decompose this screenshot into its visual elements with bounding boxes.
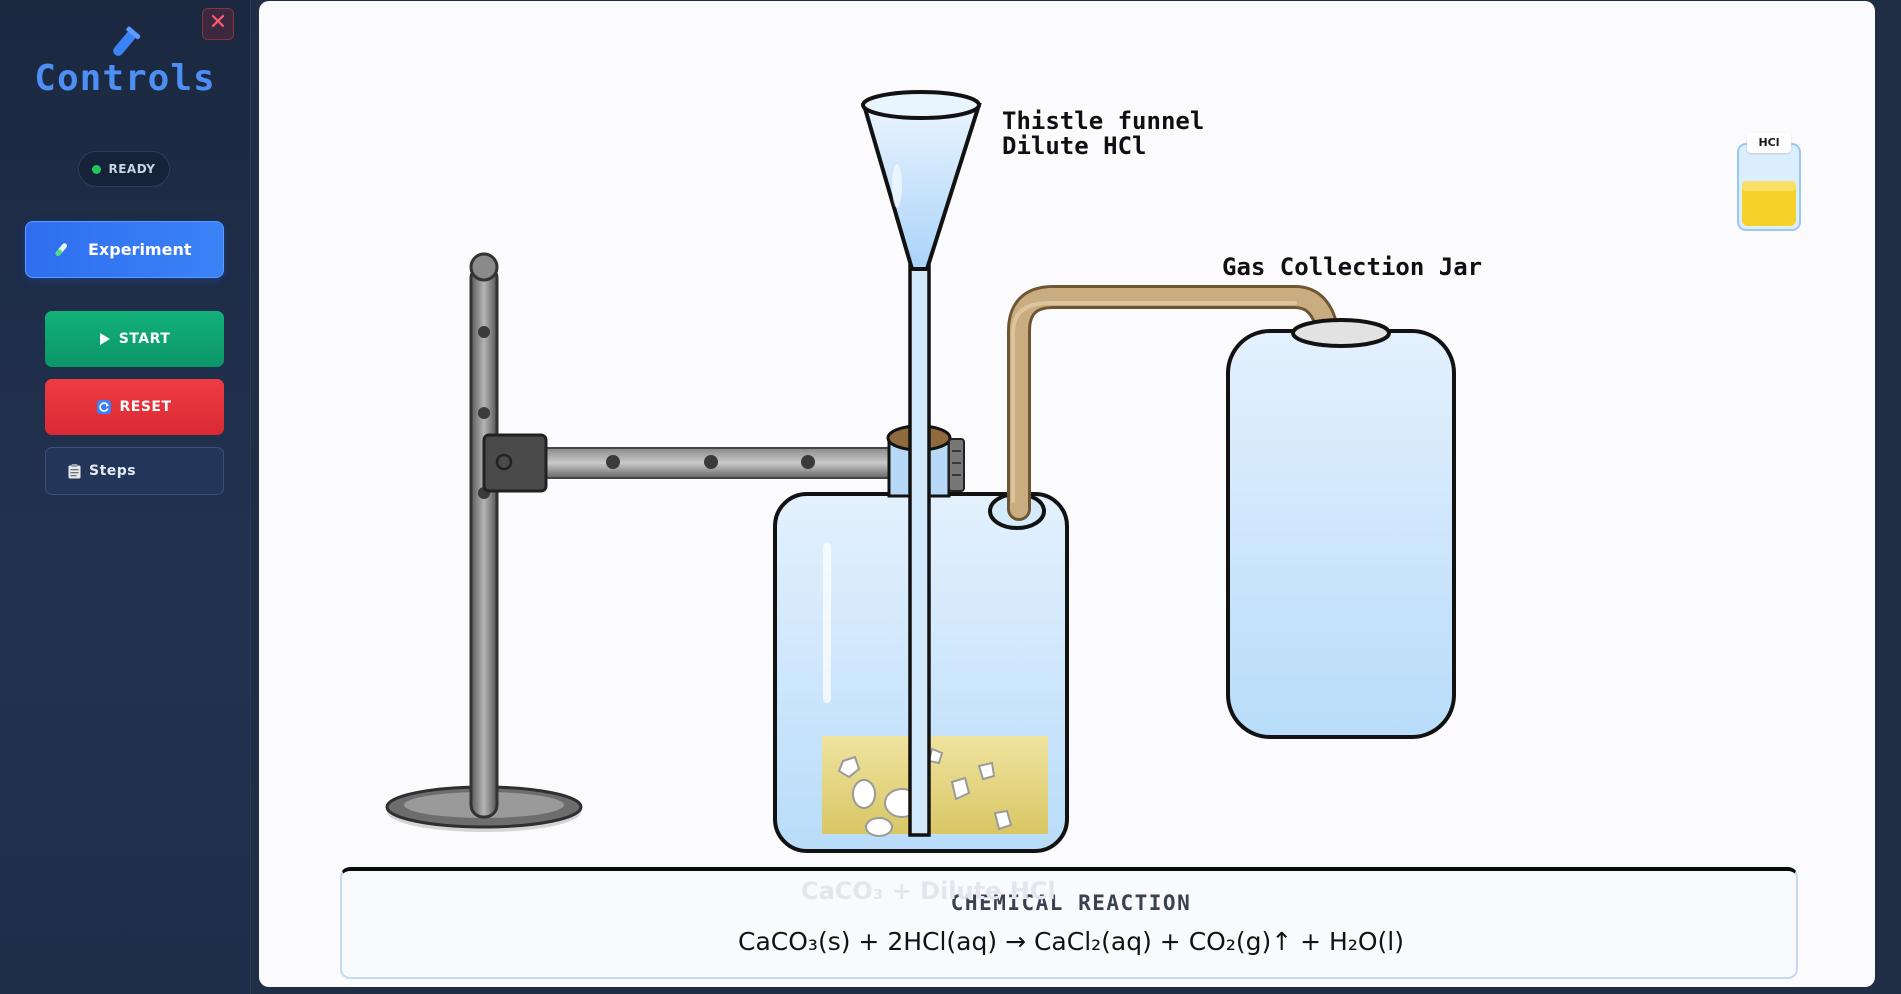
close-button[interactable]: ✕ xyxy=(202,8,234,40)
start-button[interactable]: START xyxy=(45,311,224,367)
test-tube-icon xyxy=(113,26,141,56)
experiment-canvas: Thistle funnel Dilute HCl Gas Collection… xyxy=(259,1,1875,987)
start-label: START xyxy=(118,331,171,347)
clamp-arm xyxy=(482,433,897,493)
reset-label: RESET xyxy=(119,399,172,415)
reset-button[interactable]: RESET xyxy=(45,379,224,435)
sidebar: ✕ Controls READY Experiment START xyxy=(0,0,251,994)
hcl-bottle-label: HCl xyxy=(1747,133,1791,153)
status-dot xyxy=(92,164,102,174)
play-icon xyxy=(99,333,110,345)
tab-experiment-label: Experiment xyxy=(88,240,192,259)
retort-stand xyxy=(385,252,583,832)
tab-experiment[interactable]: Experiment xyxy=(25,221,224,278)
delivery-tube xyxy=(1007,285,1337,521)
reaction-panel: CHEMICAL REACTION CaCO₃(s) + 2HCl(aq) → … xyxy=(340,867,1798,979)
steps-label: Steps xyxy=(89,463,137,479)
gas-collection-jar xyxy=(1226,318,1456,739)
status-badge: READY xyxy=(78,151,170,187)
apparatus-drawing xyxy=(385,90,1456,853)
close-icon: ✕ xyxy=(208,10,228,35)
jar-label: Gas Collection Jar xyxy=(1222,253,1483,281)
thistle-funnel xyxy=(861,90,982,837)
funnel-label: Thistle funnel xyxy=(1002,107,1205,135)
steps-button[interactable]: Steps xyxy=(45,447,224,495)
status-text: READY xyxy=(108,162,156,176)
reaction-title: CHEMICAL REACTION xyxy=(950,891,1192,915)
test-tube-icon xyxy=(55,242,68,256)
flask-contents-label: CaCO₃ + Dilute HCl xyxy=(801,877,1056,905)
reaction-equation: CaCO₃(s) + 2HCl(aq) → CaCl₂(aq) + CO₂(g)… xyxy=(738,927,1404,956)
sidebar-title: Controls xyxy=(34,58,216,99)
reagent-bottle-icon xyxy=(1737,143,1801,231)
clipboard-icon xyxy=(68,463,81,478)
funnel-sublabel: Dilute HCl xyxy=(1002,132,1147,160)
hcl-reagent-bottle[interactable]: HCl xyxy=(1735,133,1803,233)
refresh-icon xyxy=(97,400,112,414)
